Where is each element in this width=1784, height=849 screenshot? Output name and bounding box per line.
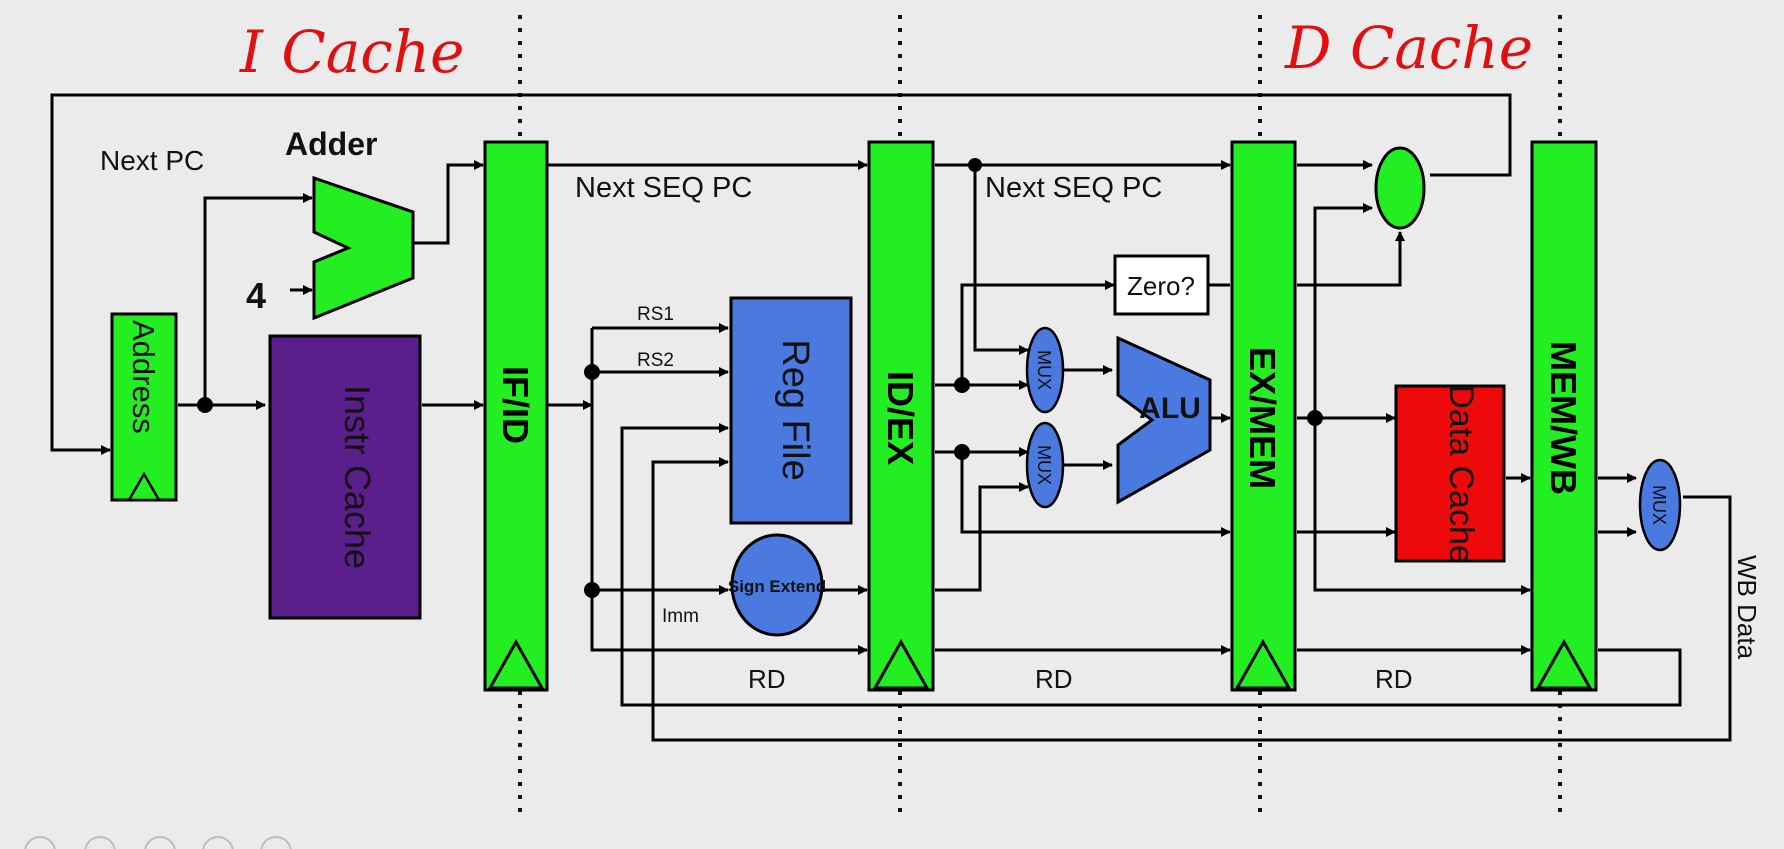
rd-label-3: RD [1375, 664, 1413, 694]
alu: ALU [1116, 335, 1212, 505]
rs1-label: RS1 [637, 304, 674, 325]
if-id-register: IF/ID [483, 140, 549, 692]
zero-detect: Zero? [1113, 254, 1210, 316]
wire-wb-rd-loop [620, 423, 1682, 707]
alu-mux-1: MUX [1025, 326, 1065, 414]
adder-block [312, 175, 415, 321]
junction-aluresult [1307, 410, 1323, 426]
mux-2-label: MUX [1034, 445, 1054, 485]
icache-annotation: I Cache [239, 18, 464, 86]
wire-imm-to-mux2 [935, 482, 1029, 592]
wire-branch-feedback [50, 93, 1512, 455]
wb-data-label: WB Data [1732, 555, 1762, 660]
wires [50, 93, 1732, 742]
imm-label: Imm [662, 606, 699, 627]
instruction-cache: Instr Cache [268, 334, 422, 620]
dcache-annotation: D Cache [1284, 14, 1533, 82]
wire-wb-data-loop [651, 457, 1732, 742]
zero-label: Zero? [1127, 271, 1195, 301]
wire-pc-to-adder [203, 193, 313, 405]
register-file: Reg File [729, 296, 853, 525]
mux-3-label: MUX [1649, 485, 1669, 525]
wire-instr-bus [590, 328, 868, 655]
junction-rs2val [954, 444, 970, 460]
rd-label-2: RD [1035, 664, 1073, 694]
if-id-label: IF/ID [495, 366, 536, 444]
wire-adder-out [413, 160, 484, 245]
junction-rs2 [584, 364, 600, 380]
rs2-label: RS2 [637, 350, 674, 371]
sign-extend: Sign Extend [728, 533, 826, 637]
data-cache: Data Cache [1394, 384, 1506, 564]
ex-mem-register: EX/MEM [1230, 140, 1297, 692]
junctions [197, 158, 1323, 598]
alu-mux-2: MUX [1025, 421, 1065, 509]
control-dot-3[interactable] [144, 836, 176, 849]
next-seq-pc-label-2: Next SEQ PC [985, 172, 1162, 204]
ex-mem-label: EX/MEM [1242, 347, 1283, 489]
address-register: Address [110, 312, 178, 502]
mux-1-label: MUX [1034, 350, 1054, 390]
wire-aluresult-to-bmux [1313, 203, 1373, 418]
junction-rs1val [954, 377, 970, 393]
reg-file-label: Reg File [774, 339, 816, 481]
four-label: 4 [246, 275, 266, 316]
junction-nextseq [968, 158, 982, 172]
playback-controls [0, 834, 320, 849]
wire-exmem-zero-to-bmux [1297, 231, 1405, 287]
rd-label-1: RD [748, 664, 786, 694]
data-cache-label: Data Cache [1442, 384, 1480, 564]
mem-wb-label: MEM/WB [1543, 341, 1584, 495]
control-dot-5[interactable] [260, 836, 292, 849]
control-dot-2[interactable] [84, 836, 116, 849]
id-ex-register: ID/EX [867, 140, 935, 692]
sign-extend-label: Sign Extend [728, 577, 826, 596]
next-seq-pc-label-1: Next SEQ PC [575, 172, 752, 204]
adder-label: Adder [285, 126, 377, 162]
wire-rs2val-to-exmem [960, 452, 1231, 537]
wb-mux: MUX [1638, 458, 1682, 552]
junction-pc [197, 397, 213, 413]
alu-label: ALU [1139, 392, 1201, 425]
branch-mux [1374, 146, 1426, 230]
instr-cache-label: Instr Cache [337, 385, 378, 569]
mem-wb-register: MEM/WB [1530, 140, 1598, 692]
next-pc-label: Next PC [100, 145, 204, 176]
control-dot-4[interactable] [202, 836, 234, 849]
address-label: Address [126, 320, 161, 434]
wire-aluresult-to-memwb [1313, 418, 1531, 595]
control-dot-1[interactable] [24, 836, 56, 849]
wire-nextseq-to-mux1 [973, 165, 1029, 355]
junction-imm [584, 582, 600, 598]
id-ex-label: ID/EX [880, 371, 921, 465]
